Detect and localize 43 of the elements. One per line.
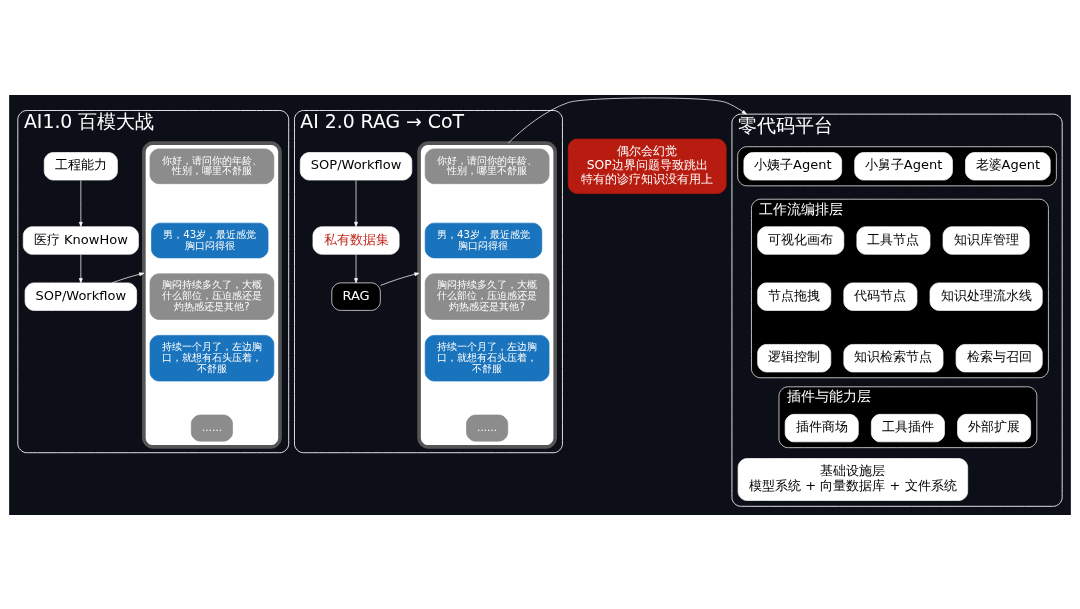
- node-box: 知识处理流水线: [929, 282, 1043, 311]
- node-box: 代码节点: [843, 282, 918, 311]
- arrow: [354, 253, 358, 283]
- cluster: [737, 145, 1057, 186]
- node-box: 节点拖拽: [757, 282, 832, 311]
- node-box: 检索与召回: [955, 343, 1043, 372]
- node-box: 逻辑控制: [757, 343, 832, 372]
- arrow: [78, 179, 83, 227]
- node-box: 持续一个月了，左边胸口，就想有石头压着，不舒服: [149, 334, 275, 381]
- node-box: 知识库管理: [942, 225, 1030, 255]
- node-box: 医疗 KnowHow: [22, 225, 139, 255]
- node-box: 老婆Agent: [965, 151, 1051, 180]
- node-box: 可视化画布: [757, 225, 845, 255]
- node-box: 小姨子Agent: [743, 151, 842, 180]
- node-box: 工程能力: [43, 151, 118, 180]
- cluster: [417, 140, 557, 449]
- cluster: [142, 140, 282, 449]
- node-box: 你好，请问你的年龄、性别，哪里不舒服: [149, 148, 275, 184]
- node-box: ……: [466, 414, 509, 441]
- node-box: 知识检索节点: [843, 343, 944, 372]
- node-box: SOP/Workflow: [299, 151, 413, 180]
- node-box: 基础设施层 模型系统 + 向量数据库 + 文件系统: [737, 457, 968, 501]
- node-box: 胸闷持续多久了，大概什么部位，压迫感还是灼热感还是其他?: [424, 272, 550, 320]
- node-box: 持续一个月了，左边胸口，就想有石头压着，不舒服: [424, 334, 550, 381]
- node-box: 外部扩展: [957, 413, 1032, 442]
- node-box: 工具节点: [856, 225, 931, 255]
- arrow: [380, 271, 420, 286]
- arrow: [354, 179, 358, 227]
- node-box: 男，43岁，最近感觉胸口闷得很: [151, 222, 269, 258]
- node-box: ……: [190, 414, 233, 441]
- node-box: 插件商场: [784, 413, 859, 442]
- node-box: 工具插件: [871, 413, 945, 442]
- node-box: 胸闷持续多久了，大概什么部位，压迫感还是灼热感还是其他?: [149, 272, 275, 320]
- node-box: 男，43岁，最近感觉胸口闷得很: [424, 222, 543, 258]
- node-box: SOP/Workflow: [24, 282, 137, 311]
- node-box: 私有数据集: [312, 225, 400, 255]
- node-box: RAG: [331, 282, 381, 311]
- arrow: [78, 253, 83, 283]
- node-box: 小舅子Agent: [854, 151, 953, 180]
- node-box: 偶尔会幻觉 SOP边界问题导致跳出 特有的诊疗知识没有用上: [567, 138, 727, 194]
- arrow: [111, 271, 145, 283]
- arrow: [507, 97, 747, 143]
- node-box: 你好，请问你的年龄、性别，哪里不舒服: [424, 148, 550, 184]
